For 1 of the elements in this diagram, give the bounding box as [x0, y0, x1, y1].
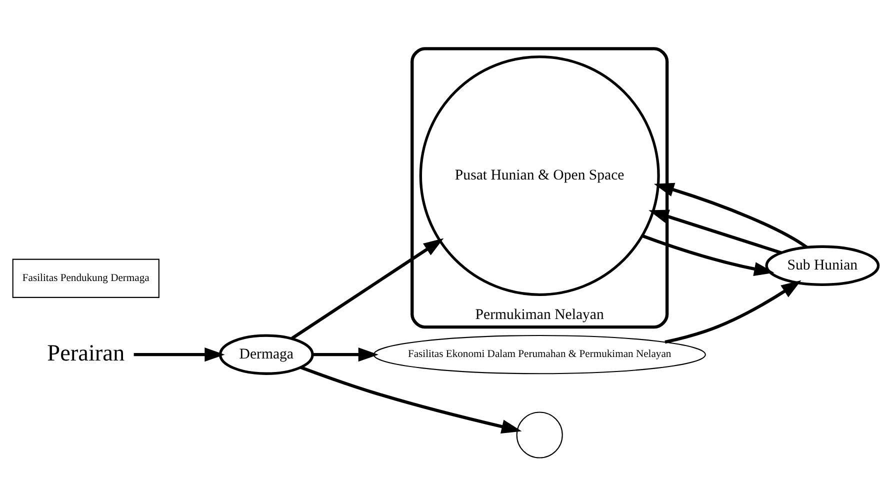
node-text: Perairan — [47, 340, 125, 366]
